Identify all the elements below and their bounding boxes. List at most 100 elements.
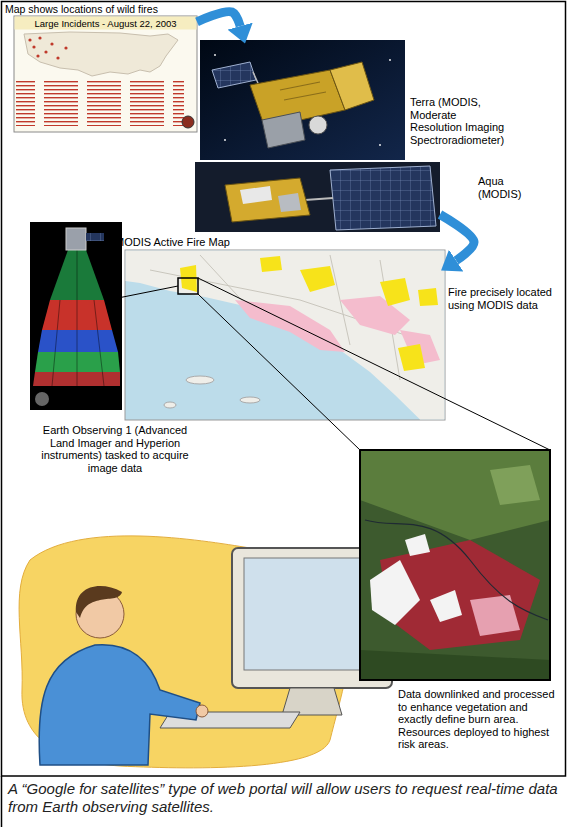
aqua-picture [330,166,436,230]
analyst-scene [76,586,122,618]
aqua-picture [195,162,440,232]
terra-satellite: Terra (MODIS, Moderate Resolution Imagin… [200,40,405,160]
burn-area-image [360,450,550,680]
terra-picture [389,59,391,61]
fire-map-picture [126,251,445,420]
eo1-picture [35,352,120,372]
fire-map-picture [186,376,214,384]
analyst-scene [196,705,208,717]
aqua-picture [225,178,310,222]
satellite-label: Terra (MODIS, Moderate Resolution Imagin… [410,96,510,146]
terra-picture [200,40,405,160]
terra-picture [262,112,305,148]
frame-border [1,776,3,827]
wildfire-map-picture [16,80,184,126]
eo1-picture [66,228,86,250]
terra-picture [224,139,226,141]
burn-area-image [490,465,540,505]
fire-map-picture [235,300,345,352]
eo1-satellite: Earth Observing 1 (Advanced Land Imager … [30,222,122,410]
analyst-scene [282,688,342,715]
zoom-line [198,294,360,450]
edge-label: Fire precisely located using MODIS data [448,286,560,311]
fire-map-picture [398,344,425,371]
burn-area-image [405,534,430,556]
aqua-picture [278,193,301,212]
burn-area-image [360,450,550,680]
wildfire-map-picture [15,17,197,30]
analyst-scene [39,645,200,765]
eo1-picture [35,392,49,406]
flow-arrow [197,12,240,27]
wildfire-map-picture [28,38,31,41]
terra-picture [280,82,326,100]
burn-area-image [360,650,550,680]
step-label: Map shows locations of wild fires [5,3,195,15]
burn-area-image [365,520,548,620]
fire-map: MODIS Active Fire Map [125,250,445,420]
wildfire-map-picture [36,54,39,57]
wildfire-map-picture [44,50,47,53]
wildfire-map-picture [14,16,197,132]
label-slot: Terra (MODIS, Moderate Resolution Imagin… [410,96,510,146]
label-slot: Fire precisely located using MODIS data [448,286,560,311]
burn-area-image [470,595,520,636]
fire-map-picture [300,266,335,292]
eo1-picture [52,250,104,386]
burn-area-image [360,450,550,540]
wildfire-map-picture [38,36,41,39]
eo1-picture [33,372,120,386]
eo1-picture [38,330,118,352]
eo1-picture [30,222,122,410]
map-title: MODIS Active Fire Map [115,236,315,249]
aqua-picture [305,198,333,200]
terra-picture [309,116,327,134]
wildfire-map: Map shows locations of wild firesLarge I… [14,16,197,132]
label-slot: Map shows locations of wild fires [5,3,195,15]
map-title: Large Incidents - August 22, 2003 [14,18,197,29]
eo1-picture [30,222,122,410]
fire-map-picture [150,255,420,380]
eo1-picture [86,233,104,241]
terra-picture [212,62,256,88]
flow-arrow [440,215,474,261]
frame-border [2,2,566,777]
burn-image: Data downlinked and processed to enhance… [360,450,550,680]
burn-area-image [370,560,420,625]
figure-caption: A “Google for satellites” type of web po… [8,780,558,816]
fire-map-picture [164,402,176,408]
wildfire-map-picture [64,46,67,49]
label-slot: Large Incidents - August 22, 2003 [14,18,197,29]
terra-picture [200,40,405,160]
step-label: Data downlinked and processed to enhance… [398,688,560,751]
terra-picture [214,54,216,56]
wildfire-map-picture [56,56,59,59]
fire-map-picture [178,278,198,294]
satellite-label: Earth Observing 1 (Advanced Land Imager … [35,424,195,474]
fire-map-picture [240,397,260,403]
terra-picture [330,62,374,110]
aqua-satellite: Aqua (MODIS) [195,162,440,232]
label-slot: MODIS Active Fire Map [115,236,315,249]
wildfire-map-picture [182,116,194,128]
label-slot: Data downlinked and processed to enhance… [398,688,560,751]
wildfire-map-picture [24,32,178,76]
label-slot: Earth Observing 1 (Advanced Land Imager … [35,424,195,474]
fire-map-picture [418,288,438,306]
aqua-picture [195,162,440,232]
analyst-scene [19,536,392,768]
terra-picture [379,144,381,146]
fire-map-picture [125,250,445,420]
fire-map-picture [380,278,410,306]
label-slot: Aqua (MODIS) [478,175,528,200]
wildfire-map-picture [50,42,53,45]
satellite-label: Aqua (MODIS) [478,175,528,200]
burn-area-image [430,590,462,622]
aqua-picture [240,186,272,204]
burn-area-image [360,450,550,680]
fire-map-picture [125,250,445,420]
zoom-line [122,286,178,297]
